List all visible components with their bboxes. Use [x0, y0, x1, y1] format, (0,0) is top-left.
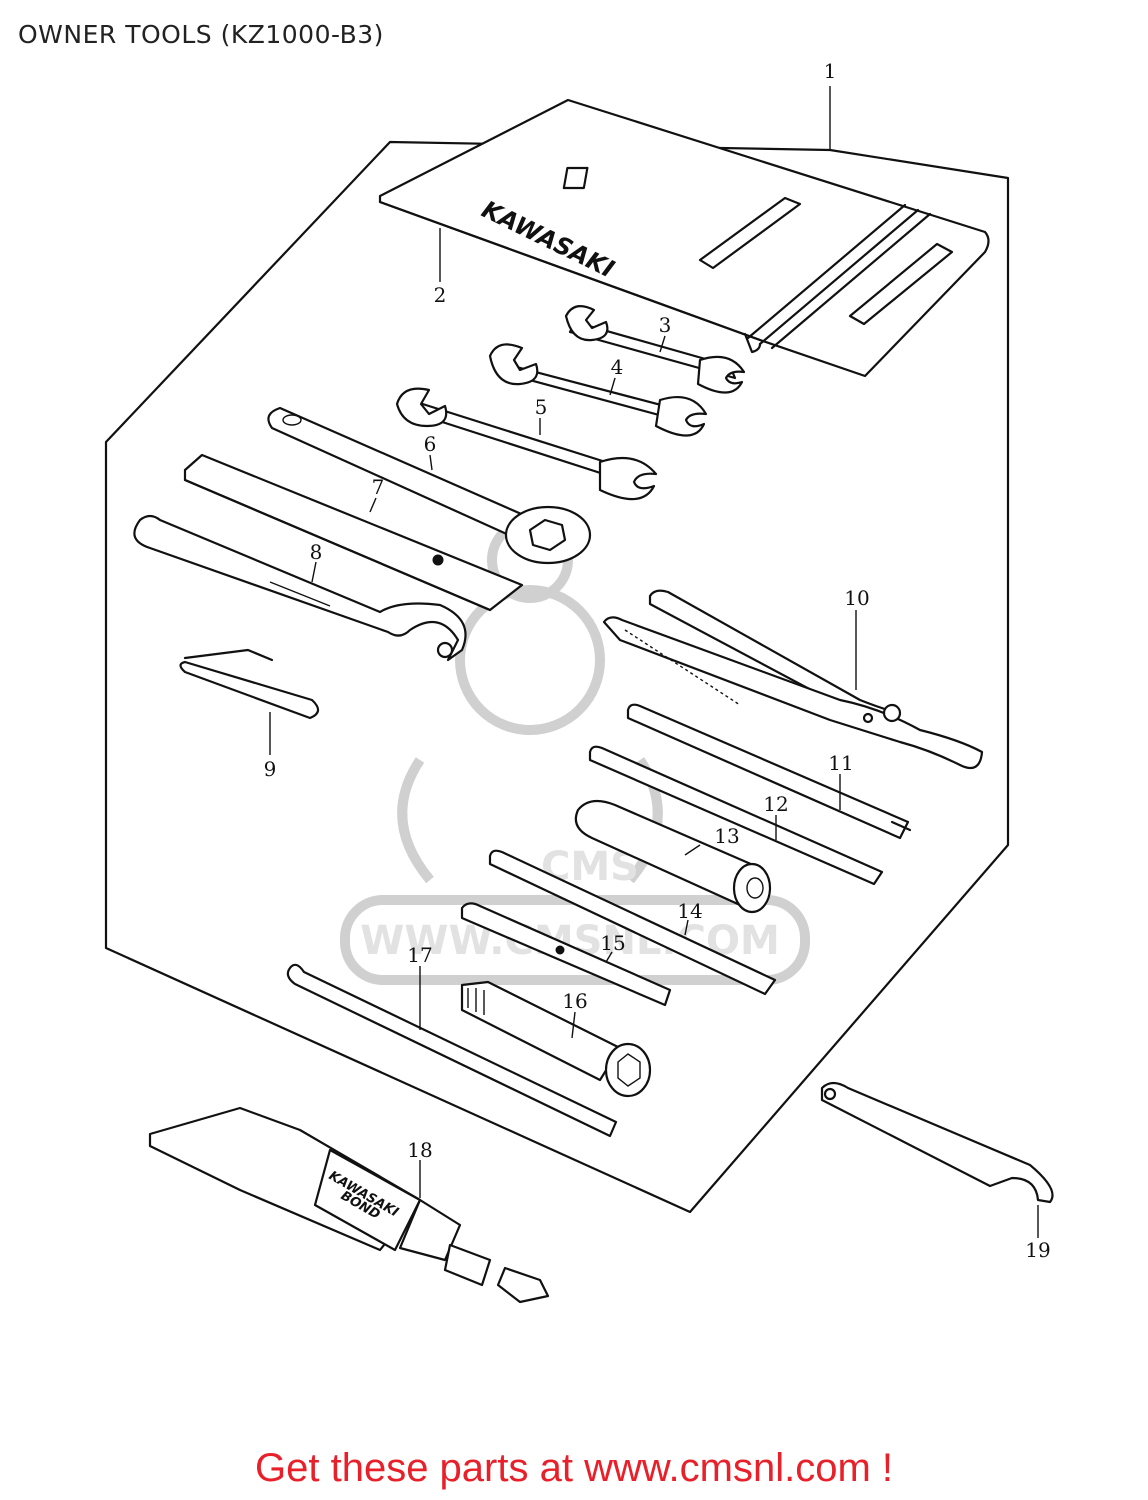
wrench-medium-a [488, 343, 708, 437]
spark-plug-wrench [460, 980, 652, 1098]
callout-16: 16 [562, 989, 587, 1013]
screwdriver-flat [588, 745, 884, 886]
wrench-medium-b [395, 387, 658, 501]
tommy-bar [286, 963, 618, 1138]
callout-19: 19 [1025, 1238, 1050, 1262]
flat-bar-tool [183, 453, 524, 612]
callout-12: 12 [763, 792, 788, 816]
box-wrench [267, 406, 592, 565]
bond-tube: KAWASAKI BOND [148, 1106, 550, 1304]
callout-3: 3 [659, 313, 672, 337]
callout-9: 9 [264, 757, 277, 781]
callout-7: 7 [372, 475, 385, 499]
callout-11: 11 [828, 751, 853, 775]
diagram-title: OWNER TOOLS (KZ1000-B3) [18, 20, 384, 49]
screwdriver-phillips [626, 703, 912, 840]
callout-1: 1 [824, 59, 837, 83]
c-spanner [820, 1081, 1054, 1204]
screwdriver-handle [574, 799, 772, 914]
leader-lines [269, 86, 1039, 1238]
callout-numbers: 1 2 3 4 5 6 7 8 9 10 11 12 13 14 15 17 1… [264, 59, 1051, 1262]
pin-spanner-small [179, 648, 320, 720]
callout-10: 10 [844, 586, 869, 610]
pliers [602, 589, 984, 770]
flat-blade-tool [460, 902, 672, 1007]
callout-14: 14 [677, 899, 702, 923]
wrench-small [564, 305, 746, 394]
exploded-parts-diagram: WWW.CMSNL.COM CMS KAWASAKI [104, 59, 1054, 1304]
tool-bag: KAWASAKI [378, 98, 990, 378]
hook-spanner-large [133, 514, 467, 662]
footer-promo-link[interactable]: Get these parts at www.cmsnl.com ! [255, 1446, 893, 1490]
callout-13: 13 [714, 824, 739, 848]
callout-8: 8 [310, 540, 323, 564]
callout-17: 17 [407, 943, 432, 967]
callout-4: 4 [611, 355, 624, 379]
callout-15: 15 [600, 931, 625, 955]
callout-5: 5 [535, 395, 548, 419]
callout-2: 2 [434, 283, 447, 307]
extension-bar [488, 849, 777, 996]
callout-6: 6 [424, 432, 437, 456]
callout-18: 18 [407, 1138, 432, 1162]
